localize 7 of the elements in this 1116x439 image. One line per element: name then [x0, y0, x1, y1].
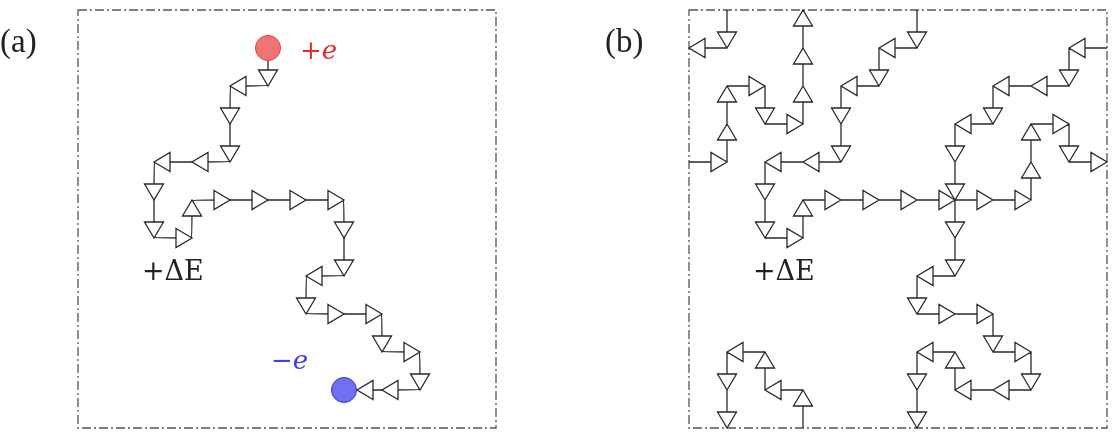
- arrow-path: [143, 60, 431, 401]
- charge-label: −e: [271, 347, 309, 373]
- charge-label: +e: [300, 37, 338, 63]
- panel-label: (b): [605, 25, 644, 58]
- energy-label: +ΔE: [753, 257, 815, 284]
- panel-label: (a): [0, 25, 37, 58]
- energy-label: +ΔE: [142, 257, 204, 284]
